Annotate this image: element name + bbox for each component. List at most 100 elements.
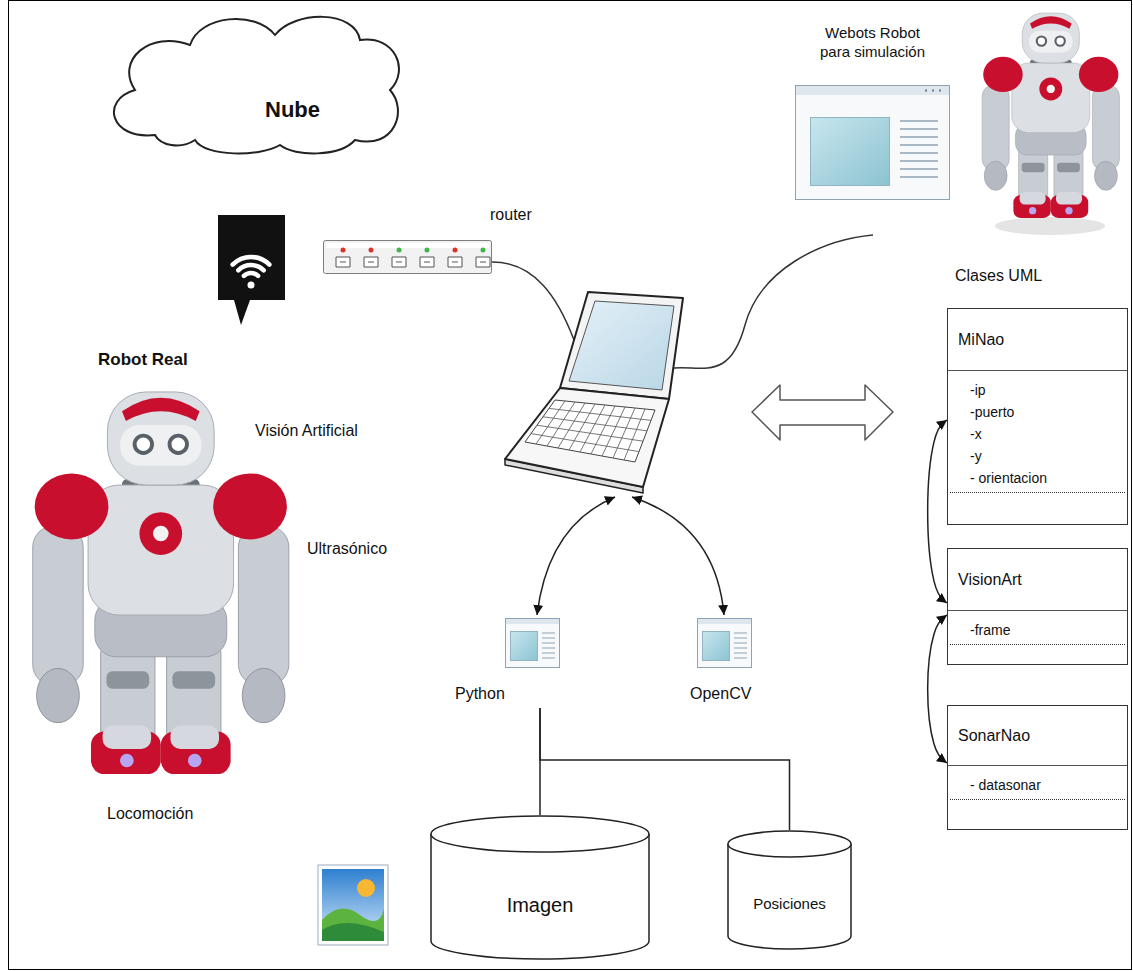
cylinder-body	[728, 844, 851, 949]
caption-text: OpenCV	[690, 684, 751, 704]
image-sun	[357, 879, 375, 897]
class-attribute: -x	[970, 423, 1119, 445]
wifi-dot	[248, 282, 255, 289]
window-lines	[900, 121, 938, 177]
database-cylinder: Imagen	[430, 815, 650, 960]
part-label: Clases UML	[955, 266, 1042, 285]
hollow-double-arrow	[752, 385, 893, 440]
router-led	[425, 248, 430, 253]
cloud-text: Nube	[265, 97, 320, 123]
window-frame	[506, 619, 560, 668]
class-attribute: -puerto	[970, 401, 1119, 423]
uml-class-box: VisionArt -frame	[947, 548, 1128, 665]
laptop-keyboard	[525, 400, 655, 462]
router-icon	[324, 241, 492, 274]
laptop-screen	[569, 301, 674, 390]
image-sky	[322, 869, 384, 941]
window-titlebar	[506, 619, 559, 624]
class-attributes: -ip-puerto-x-y- orientacion	[948, 371, 1127, 489]
uml-class-box: MiNao -ip-puerto-x-y- orientacion	[947, 308, 1128, 525]
caption-text: Python	[455, 684, 505, 704]
connector	[540, 708, 790, 830]
window-frame	[698, 619, 752, 668]
window-icon	[506, 619, 560, 668]
window-icon	[796, 86, 950, 200]
frame-border	[9, 1, 1132, 970]
caption-text: Webots Robot para simulación	[809, 24, 937, 62]
part-label: Ultrasónico	[307, 539, 387, 558]
window-pane	[811, 118, 890, 186]
database-cylinder: Posiciones	[727, 830, 852, 950]
router-led	[481, 248, 486, 253]
window-pane	[511, 632, 538, 661]
dotted-separator	[950, 644, 1125, 645]
class-header: SonarNao	[948, 706, 1127, 766]
cylinder-outline	[430, 815, 650, 960]
window-titlebar	[698, 619, 751, 624]
class-attributes: -frame	[948, 611, 1127, 641]
router-port-slots	[340, 262, 486, 263]
laptop-keys	[531, 401, 651, 460]
part-label: Visión Artificial	[255, 421, 358, 440]
window-lines	[542, 633, 555, 658]
image-hill	[322, 908, 384, 941]
class-attribute: -y	[970, 445, 1119, 467]
class-name: MiNao	[958, 331, 1004, 349]
window-caption: Python	[450, 680, 570, 708]
dotted-separator	[950, 799, 1125, 800]
class-attribute: - orientacion	[970, 467, 1119, 489]
connector	[928, 420, 947, 603]
laptop-icon	[505, 292, 683, 493]
cylinder-top	[728, 831, 851, 857]
robot-figure	[982, 13, 1119, 218]
window-buttons	[925, 90, 941, 92]
router-led	[369, 248, 374, 253]
laptop-lid	[560, 292, 683, 399]
window-frame	[796, 86, 950, 200]
class-attribute: -frame	[970, 619, 1119, 641]
window-icon	[698, 619, 752, 668]
window-caption: OpenCV	[686, 680, 770, 708]
robot-shadow	[995, 217, 1105, 235]
cloud-path	[114, 17, 399, 154]
cloud-shape: Nube	[95, 5, 410, 160]
window-titlebar	[796, 86, 949, 95]
image-frame	[318, 865, 388, 945]
cylinder-text: Posiciones	[753, 895, 826, 912]
network-cable	[492, 262, 574, 340]
router-led	[341, 248, 346, 253]
cloud-outline	[95, 5, 410, 160]
part-label: Robot Real	[98, 350, 188, 370]
window-caption: Webots Robot para simulación	[785, 8, 960, 78]
wifi-waves	[233, 257, 270, 276]
class-name: SonarNao	[958, 727, 1030, 745]
class-name: VisionArt	[958, 571, 1022, 589]
uml-class-box: SonarNao - datasonar	[947, 705, 1128, 830]
router-ports	[336, 257, 490, 267]
class-attribute: - datasonar	[970, 774, 1119, 796]
two-way-arrow	[537, 497, 615, 615]
router-led	[397, 248, 402, 253]
wifi-icon	[218, 215, 285, 325]
cylinder-top	[431, 816, 649, 852]
window-lines	[734, 633, 747, 658]
window-pane	[703, 632, 730, 661]
router-highlight	[326, 243, 489, 248]
class-attributes: - datasonar	[948, 766, 1127, 796]
part-label: Locomoción	[107, 804, 193, 823]
part-label: router	[490, 205, 532, 224]
image-icon	[318, 865, 388, 945]
connector	[928, 615, 947, 763]
wifi-badge	[218, 215, 285, 325]
class-attribute: -ip	[970, 379, 1119, 401]
image-hill	[322, 923, 384, 941]
cylinder-text: Imagen	[507, 894, 574, 917]
robot-figure	[33, 392, 289, 774]
simulation-link	[674, 235, 873, 368]
laptop-base	[505, 388, 669, 487]
class-header: VisionArt	[948, 549, 1127, 611]
class-header: MiNao	[948, 309, 1127, 371]
